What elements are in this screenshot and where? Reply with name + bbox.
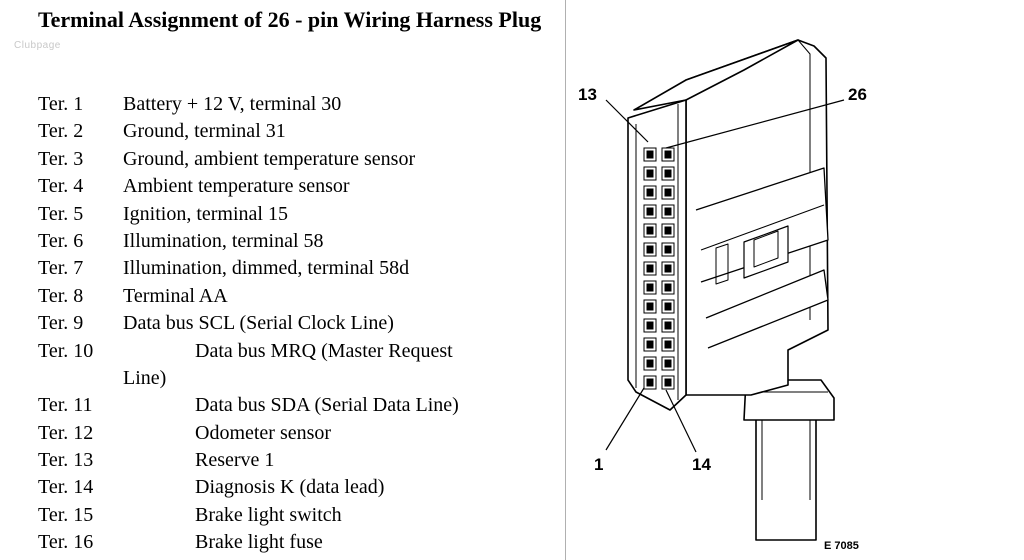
terminal-number: Ter. 1 (38, 93, 84, 115)
figure-id: E 7085 (824, 540, 859, 552)
terminal-row: Ter. 6 Illumination, terminal 58 (38, 228, 558, 255)
pin-contact (664, 378, 672, 387)
connector-illustration: 13 26 1 14 E 7085 (578, 39, 867, 552)
terminal-row: Ter. 12 Odometer sensor (38, 420, 558, 447)
pin-contact (664, 150, 672, 159)
pin-contact (664, 359, 672, 368)
terminal-row: Ter. 2 Ground, terminal 31 (38, 118, 558, 145)
terminal-description: Brake light switch (195, 503, 342, 526)
pin-13-label: 13 (578, 85, 597, 104)
pin-contact (664, 340, 672, 349)
watermark: Clubpage (14, 40, 61, 51)
terminal-description: Data bus SCL (Serial Clock Line) (123, 312, 394, 335)
terminal-number: Ter. 10 (38, 339, 94, 362)
terminal-row: Ter. 13 Reserve 1 (38, 447, 558, 474)
pin-contact (646, 226, 654, 235)
terminal-number: Ter. 4 (38, 175, 84, 198)
terminal-description: Terminal AA (123, 284, 228, 307)
pin-contact (646, 150, 654, 159)
connector-diagram: 13 26 1 14 E 7085 (566, 0, 1024, 560)
terminal-description: Ignition, terminal 15 (123, 202, 288, 225)
terminal-row: Ter. 14 Diagnosis K (data lead) (38, 474, 558, 501)
terminal-description: Data bus SDA (Serial Data Line) (195, 394, 459, 417)
terminal-number: Ter. 8 (38, 284, 84, 307)
terminal-description: Ground, terminal 31 (123, 120, 286, 143)
terminal-description: Battery + 12 V, terminal 30 (123, 93, 342, 115)
pin-contact (646, 283, 654, 292)
pin-contact (646, 188, 654, 197)
terminal-number: Ter. 3 (38, 147, 84, 170)
terminal-number: Ter. 6 (38, 229, 84, 252)
terminal-row: Ter. 7 Illumination, dimmed, terminal 58d (38, 255, 558, 282)
page-title: Terminal Assignment of 26 - pin Wiring H… (38, 7, 542, 32)
terminal-number: Ter. 16 (38, 531, 94, 554)
pin-contact (646, 378, 654, 387)
terminal-description: Reserve 1 (195, 449, 275, 472)
pin-contact (646, 207, 654, 216)
terminal-description: Data bus MRQ (Master Request (195, 339, 453, 362)
terminal-description: Ambient temperature sensor (123, 175, 350, 198)
terminal-row: Ter. 9 Data bus SCL (Serial Clock Line) (38, 310, 558, 337)
terminal-row: Ter. 1 Battery + 12 V, terminal 30 (38, 91, 558, 118)
terminal-description: Illumination, terminal 58 (123, 229, 324, 252)
terminal-number: Ter. 7 (38, 257, 84, 280)
pin-contact (646, 264, 654, 273)
terminal-description: Odometer sensor (195, 421, 332, 444)
terminal-row: Ter. 16 Brake light fuse (38, 529, 558, 556)
terminal-description: Brake light fuse (195, 531, 323, 554)
terminal-description: Illumination, dimmed, terminal 58d (123, 257, 410, 280)
pin-26-label: 26 (848, 85, 867, 104)
terminal-number: Ter. 15 (38, 503, 94, 526)
terminal-description: Ground, ambient temperature sensor (123, 147, 416, 170)
pin-contact (646, 340, 654, 349)
terminal-row: Ter. 4 Ambient temperature sensor (38, 173, 558, 200)
terminal-number: Ter. 2 (38, 120, 84, 143)
pin-contact (646, 169, 654, 178)
pin-contact (664, 207, 672, 216)
terminal-number: Ter. 14 (38, 476, 94, 499)
pin-1-label: 1 (594, 455, 603, 474)
terminal-number: Ter. 12 (38, 421, 94, 444)
terminal-description: Diagnosis K (data lead) (195, 476, 385, 499)
pin-14-label: 14 (692, 455, 711, 474)
terminal-description-continued: Line) (123, 366, 167, 389)
pin-contact (664, 188, 672, 197)
terminal-row: Ter. 8 Terminal AA (38, 283, 558, 310)
terminal-number: Ter. 5 (38, 202, 84, 225)
terminal-row: Ter. 3 Ground, ambient temperature sensor (38, 146, 558, 173)
terminal-row: Ter. 5 Ignition, terminal 15 (38, 201, 558, 228)
pin-contact (664, 264, 672, 273)
pin-contact (664, 245, 672, 254)
column-divider (565, 0, 566, 560)
pin-contact (646, 245, 654, 254)
terminal-number: Ter. 9 (38, 312, 84, 335)
pin-contact (664, 226, 672, 235)
pin-contact (664, 283, 672, 292)
pin-contact (646, 302, 654, 311)
terminal-list: Ter. 1 Battery + 12 V, terminal 30 Ter. 2… (38, 91, 558, 557)
terminal-row: Ter. 11 Data bus SDA (Serial Data Line) (38, 392, 558, 419)
pin-contact (664, 321, 672, 330)
pin-contact (646, 321, 654, 330)
pin-contact (646, 359, 654, 368)
pin-contact (664, 302, 672, 311)
terminal-row: Ter. 15 Brake light switch (38, 502, 558, 529)
terminal-number: Ter. 11 (38, 394, 93, 417)
terminal-number: Ter. 13 (38, 449, 94, 472)
pin-contact (664, 169, 672, 178)
